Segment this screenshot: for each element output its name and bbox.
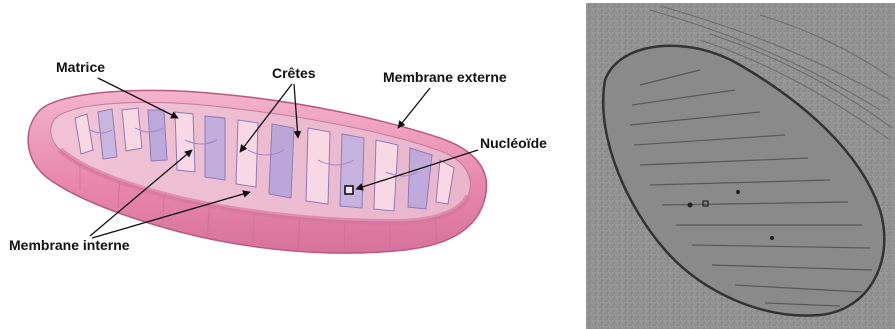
crista [148, 110, 167, 161]
label-membrane-externe: Membrane externe [383, 69, 507, 85]
arrow-membrane-externe [398, 88, 430, 128]
label-nucleoide: Nucléoïde [480, 135, 547, 151]
crista [340, 134, 364, 208]
nucleoid-marker [345, 186, 353, 194]
crista [269, 124, 294, 198]
electron-micrograph [586, 3, 895, 329]
crista [306, 128, 330, 204]
label-matrice: Matrice [56, 59, 105, 75]
label-cretes: Crêtes [272, 65, 316, 81]
micrograph-granule [736, 190, 740, 194]
micrograph-granule [770, 236, 774, 240]
label-membrane-interne: Membrane interne [9, 237, 130, 253]
crista [175, 112, 195, 172]
micrograph-granule [688, 203, 693, 208]
crista [374, 140, 398, 211]
crista [205, 116, 225, 180]
